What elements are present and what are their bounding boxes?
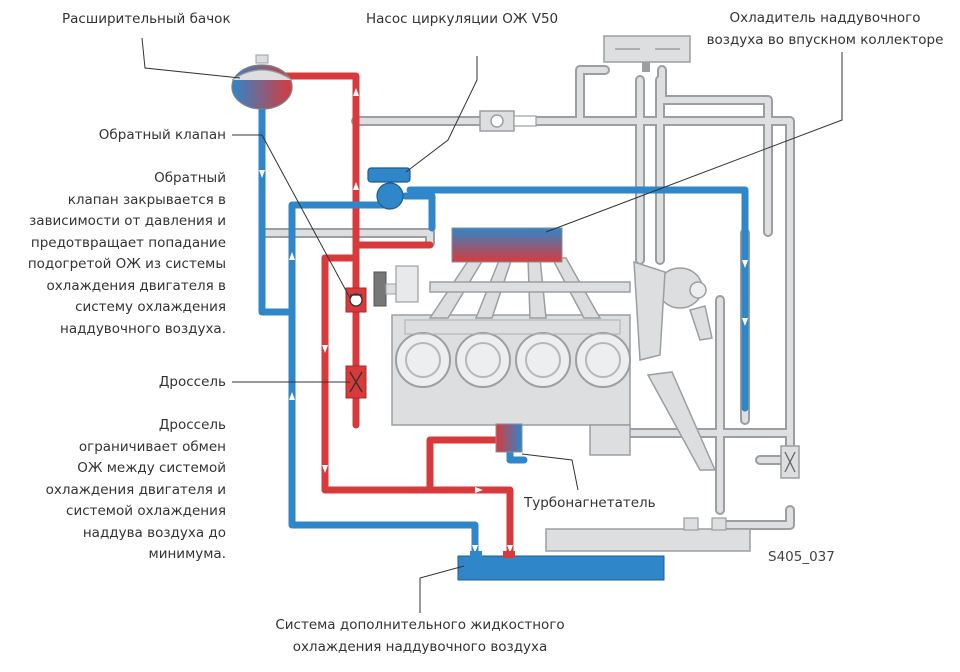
- cylinders: [395, 332, 631, 388]
- aux-cooler-radiator: [457, 555, 665, 581]
- throttle-right: [780, 445, 800, 479]
- cold-pipes: [258, 96, 749, 564]
- figure-code: S405_037: [768, 549, 835, 565]
- throttle-knob: [373, 265, 419, 307]
- turbo-coolant-block: [495, 423, 523, 453]
- check-valve: [345, 287, 367, 313]
- check-valve-label: Обратный клапан: [98, 127, 226, 143]
- grey-pipes: [260, 65, 795, 537]
- throttle-label: Дроссель: [158, 374, 226, 390]
- intercooler-label: Охладитель наддувочного воздуха во впуск…: [706, 10, 944, 48]
- pump-label: Насос циркуляции ОЖ V50: [366, 11, 559, 27]
- engine-block: [391, 314, 631, 456]
- lower-cooler-plate: [545, 528, 751, 552]
- intercooler-manifold: [451, 227, 563, 263]
- cold-flow-arrows: [259, 170, 748, 553]
- aux-pump: [367, 167, 411, 210]
- hot-flow-arrows: [322, 88, 513, 553]
- turbo-label: Турбонагнетатель: [524, 495, 656, 511]
- pump-v50: [479, 110, 537, 132]
- throttle-description: Дроссель ограничивает обмен ОЖ между сис…: [45, 417, 226, 562]
- expansion-tank: [231, 54, 293, 110]
- expansion-tank-label: Расширительный бачок: [62, 11, 231, 27]
- leader-lines: [141, 37, 843, 613]
- aux-cooler-label: Система дополнительного жидкостного охла…: [275, 617, 565, 655]
- turbo-housing: [633, 260, 717, 471]
- air-radiator-top: [603, 35, 691, 72]
- throttle-red: [345, 365, 367, 399]
- intake-runners: [428, 257, 631, 319]
- check-valve-description: Обратный клапан закрывается в зависимост…: [27, 170, 226, 337]
